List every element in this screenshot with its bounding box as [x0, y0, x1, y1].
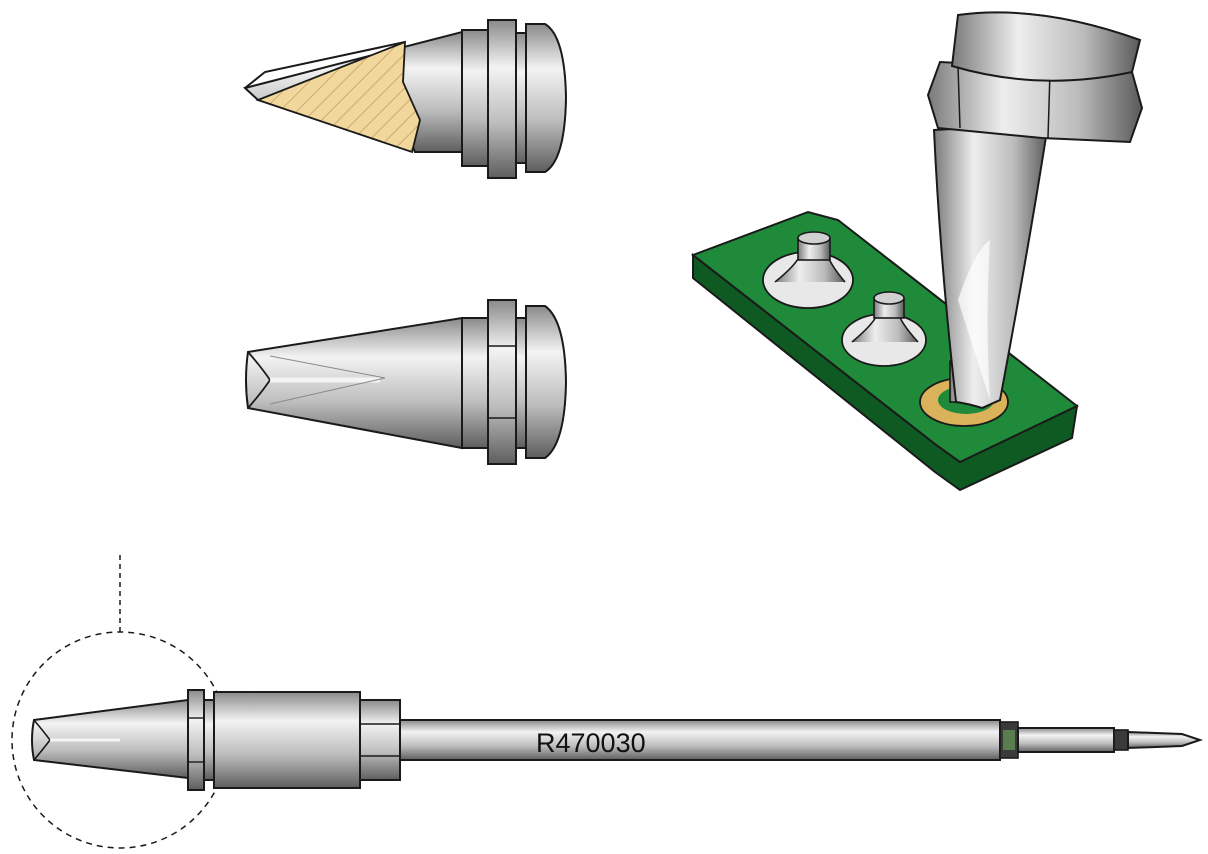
part-number-label: R470030 — [536, 728, 646, 758]
cartridge-flange — [187, 689, 205, 791]
tip-cone — [245, 316, 463, 450]
tip-collar-left — [461, 29, 489, 167]
tip-side-view — [245, 299, 568, 465]
cartridge-shaft — [399, 719, 1001, 761]
tip-rear-in-use — [950, 11, 1142, 82]
solder-joint-1 — [762, 231, 854, 309]
cartridge-rear-pin — [1127, 730, 1204, 750]
solder-joint-2 — [841, 291, 927, 367]
tip-cross-section-view — [242, 19, 568, 179]
cartridge-body — [213, 691, 361, 789]
tip-in-use — [926, 11, 1144, 410]
tip-groove — [515, 32, 527, 164]
tip-flange — [487, 19, 517, 179]
cartridge-hex-nut — [359, 699, 401, 781]
full-cartridge-view: R470030 — [11, 555, 1204, 849]
hatched-section-area — [255, 40, 421, 154]
cartridge-rear-shaft — [1017, 727, 1115, 753]
tip-cone-in-use — [932, 122, 1050, 410]
tip-collar — [461, 317, 489, 449]
tip-flange-side — [487, 299, 517, 465]
shaft-band-2 — [1113, 729, 1129, 751]
pcb-application-illustration — [690, 11, 1144, 492]
